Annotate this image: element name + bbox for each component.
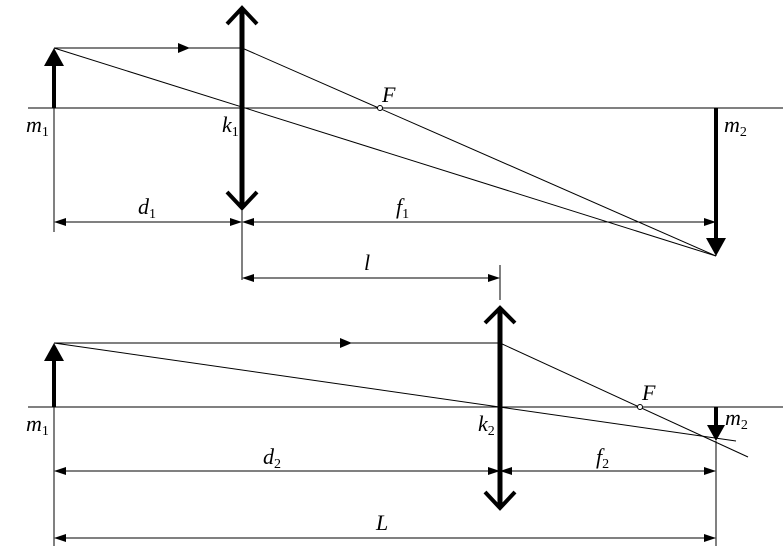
lens-label: k1 [222, 112, 239, 140]
f1-label: f1 [396, 194, 409, 222]
converging-lens [483, 305, 517, 511]
lens-label: k2 [478, 411, 495, 439]
focus-point [637, 404, 643, 410]
d2-label: d2 [263, 444, 281, 472]
L-label: L [375, 510, 388, 535]
object-label: m1 [26, 112, 49, 140]
ray-direction-icon [178, 43, 190, 53]
image-label: m2 [724, 112, 747, 140]
refracted-ray [241, 47, 717, 257]
f2-label: f2 [596, 444, 609, 472]
refracted-ray [499, 342, 749, 458]
focus-label: F [641, 380, 656, 405]
object-arrow [44, 343, 64, 407]
image-label: m2 [725, 405, 748, 433]
focus-label: F [381, 82, 396, 107]
object-label: m1 [26, 411, 49, 439]
central-ray [53, 47, 717, 257]
bottom-diagram: m1 k2 F m2 d2 f2 L [26, 305, 783, 546]
object-arrow [44, 48, 64, 108]
top-diagram: m1 k1 F m2 d1 f1 l [26, 5, 783, 300]
focus-point [377, 105, 383, 111]
central-ray [53, 342, 737, 442]
image-arrow [707, 407, 725, 441]
l-label: l [364, 250, 370, 275]
d1-label: d1 [138, 194, 156, 222]
ray-direction-icon [340, 338, 352, 348]
